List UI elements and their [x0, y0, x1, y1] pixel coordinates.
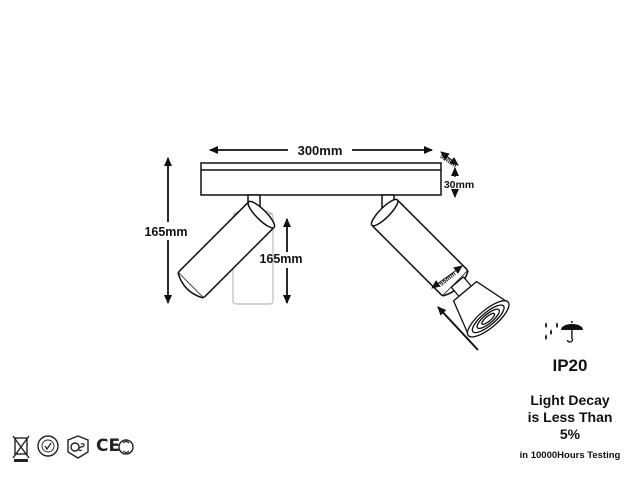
mounting-bar	[200, 162, 442, 196]
end-dimension	[440, 151, 459, 166]
height-label-inner: 165mm	[259, 252, 302, 266]
certification-logos: CE	[12, 432, 134, 466]
depth-label: 30mm	[444, 179, 474, 191]
decay-line-3: 5%	[559, 426, 581, 442]
height-label-left: 165mm	[144, 225, 187, 239]
bulb-icon	[450, 276, 510, 338]
decay-line-1: Light Decay	[530, 392, 610, 408]
testing-note: in 10000Hours Testing	[519, 450, 621, 461]
weee-icon	[12, 435, 30, 462]
recycle-icon	[118, 439, 134, 455]
decay-line-2: is Less Than	[527, 409, 613, 425]
umbrella-rain-icon	[545, 321, 583, 343]
ip-rating: IP20	[552, 356, 588, 375]
bulb-arrow	[437, 306, 479, 351]
ce-mark: CE	[96, 436, 121, 456]
gs-icon	[67, 435, 89, 459]
light-decay-text: Light Decay is Less Than 5%	[500, 392, 640, 443]
head-dimension	[431, 265, 463, 289]
left-spotlight	[177, 194, 276, 299]
width-label: 300mm	[298, 143, 343, 158]
rohs-icon	[37, 435, 59, 457]
